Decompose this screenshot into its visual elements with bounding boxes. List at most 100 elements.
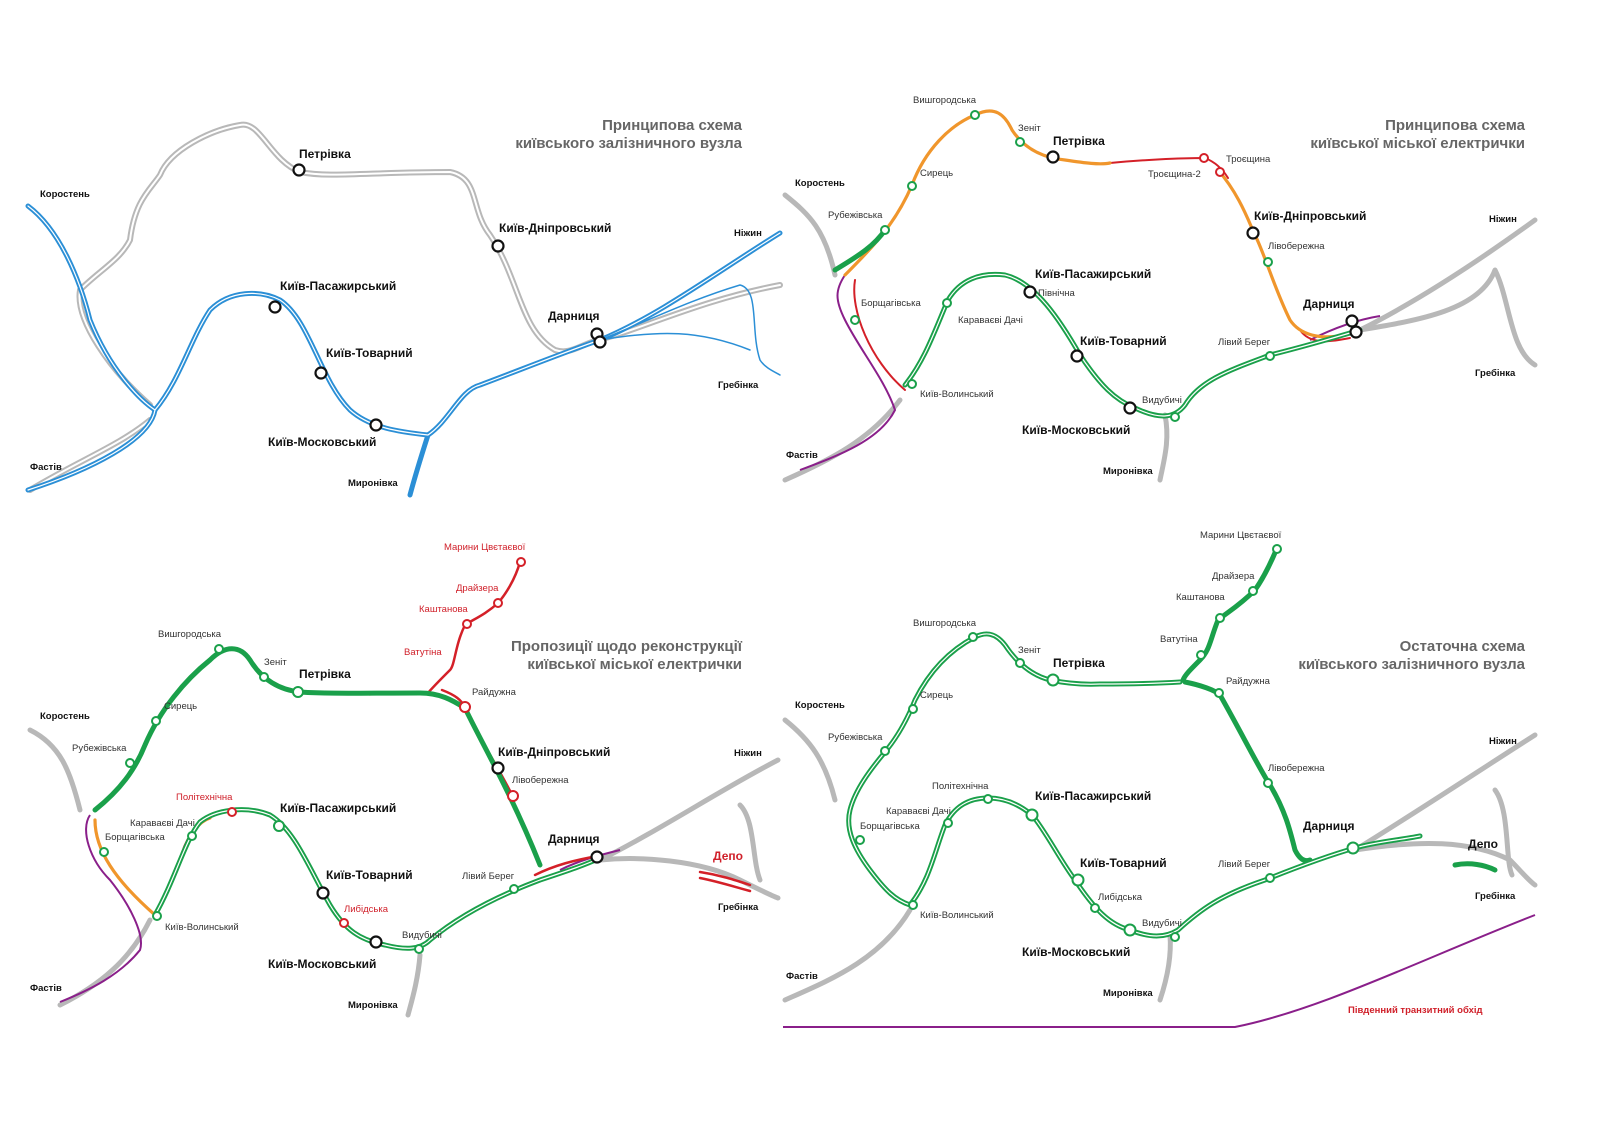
station-label: Лівобережна bbox=[512, 775, 569, 786]
station-label: Петрівка bbox=[1053, 656, 1105, 670]
station-marker[interactable] bbox=[1345, 314, 1359, 328]
station-marker[interactable] bbox=[339, 918, 349, 928]
station-marker[interactable] bbox=[907, 379, 917, 389]
station-marker[interactable] bbox=[1123, 923, 1137, 937]
station-label: Дарниця bbox=[548, 309, 600, 323]
station-marker[interactable] bbox=[1046, 673, 1060, 687]
panel-title-line1: Остаточна схема bbox=[1400, 638, 1526, 655]
station-marker[interactable] bbox=[1246, 226, 1260, 240]
station-marker[interactable] bbox=[152, 911, 162, 921]
station-marker[interactable] bbox=[907, 181, 917, 191]
station-marker[interactable] bbox=[292, 686, 304, 698]
station-marker[interactable] bbox=[1196, 650, 1206, 660]
minor-stations bbox=[99, 644, 519, 954]
panel-city-train: Принципова схема київської міської елект… bbox=[782, 95, 1538, 483]
station-marker[interactable] bbox=[369, 418, 383, 432]
station-marker[interactable] bbox=[214, 644, 224, 654]
bypass-label: Південний транзитний обхід bbox=[1348, 1005, 1483, 1016]
station-marker[interactable] bbox=[590, 850, 604, 864]
station-marker[interactable] bbox=[268, 300, 282, 314]
station-marker[interactable] bbox=[908, 704, 918, 714]
station-label: Київ-Товарний bbox=[1080, 334, 1167, 348]
station-marker[interactable] bbox=[509, 884, 519, 894]
station-marker[interactable] bbox=[273, 820, 285, 832]
station-marker[interactable] bbox=[1123, 401, 1137, 415]
station-marker[interactable] bbox=[1349, 325, 1363, 339]
station-marker[interactable] bbox=[1265, 351, 1275, 361]
terminus-label: Фастів bbox=[30, 983, 62, 994]
station-marker[interactable] bbox=[316, 886, 330, 900]
station-marker[interactable] bbox=[1265, 873, 1275, 883]
station-label: Либідська bbox=[1098, 892, 1143, 903]
purple-line bbox=[59, 814, 621, 1003]
station-label: Київ-Пасажирський bbox=[280, 801, 396, 815]
station-marker[interactable] bbox=[880, 225, 890, 235]
terminus-label: Фастів bbox=[30, 462, 62, 473]
station-marker[interactable] bbox=[292, 163, 306, 177]
station-label: Видубичі bbox=[1142, 918, 1182, 929]
panel-title-line1: Пропозиції щодо реконструкції bbox=[511, 638, 743, 655]
station-marker[interactable] bbox=[908, 900, 918, 910]
station-marker[interactable] bbox=[1046, 150, 1060, 164]
panel-title-line2: київської міської електрички bbox=[527, 656, 742, 673]
station-marker[interactable] bbox=[507, 790, 519, 802]
station-marker[interactable] bbox=[459, 701, 471, 713]
station-marker[interactable] bbox=[187, 831, 197, 841]
station-marker[interactable] bbox=[1015, 137, 1025, 147]
station-marker[interactable] bbox=[1215, 613, 1225, 623]
station-marker[interactable] bbox=[850, 315, 860, 325]
station-marker[interactable] bbox=[1248, 586, 1258, 596]
station-marker[interactable] bbox=[1071, 873, 1085, 887]
station-marker[interactable] bbox=[1263, 257, 1273, 267]
terminus-label: Гребінка bbox=[718, 902, 759, 913]
station-marker[interactable] bbox=[1263, 778, 1273, 788]
station-marker[interactable] bbox=[1170, 932, 1180, 942]
station-label: Вишгородська bbox=[158, 629, 222, 640]
station-marker[interactable] bbox=[125, 758, 135, 768]
terminus-label: Ніжин bbox=[1489, 736, 1517, 747]
station-marker[interactable] bbox=[1090, 903, 1100, 913]
station-marker[interactable] bbox=[1346, 841, 1360, 855]
station-marker[interactable] bbox=[855, 835, 865, 845]
green-line bbox=[846, 545, 1498, 939]
station-label: Троєщина-2 bbox=[1148, 169, 1201, 180]
station-label: Драйзера bbox=[1212, 571, 1255, 582]
station-marker[interactable] bbox=[880, 746, 890, 756]
station-marker[interactable] bbox=[1023, 285, 1037, 299]
station-marker[interactable] bbox=[99, 847, 109, 857]
station-marker[interactable] bbox=[491, 761, 505, 775]
station-marker[interactable] bbox=[414, 944, 424, 954]
station-marker[interactable] bbox=[1170, 412, 1180, 422]
station-label: Караваєві Дачі bbox=[958, 315, 1023, 326]
station-marker[interactable] bbox=[942, 298, 952, 308]
station-marker[interactable] bbox=[1070, 349, 1084, 363]
station-marker[interactable] bbox=[970, 110, 980, 120]
station-marker[interactable] bbox=[491, 239, 505, 253]
station-marker[interactable] bbox=[314, 366, 328, 380]
station-marker[interactable] bbox=[983, 794, 993, 804]
station-marker[interactable] bbox=[1025, 808, 1039, 822]
station-marker[interactable] bbox=[516, 557, 526, 567]
station-marker[interactable] bbox=[259, 672, 269, 682]
station-label: Лівобережна bbox=[1268, 241, 1325, 252]
station-marker[interactable] bbox=[369, 935, 383, 949]
station-label: Либідська bbox=[344, 904, 389, 915]
station-marker[interactable] bbox=[1199, 153, 1209, 163]
station-label: Лівий Берег bbox=[1218, 859, 1271, 870]
station-marker[interactable] bbox=[1015, 658, 1025, 668]
red-stations bbox=[227, 557, 526, 928]
terminus-label: Ніжин bbox=[734, 748, 762, 759]
station-marker[interactable] bbox=[593, 335, 607, 349]
station-marker[interactable] bbox=[493, 598, 503, 608]
station-marker[interactable] bbox=[227, 807, 237, 817]
terminus-label: Миронівка bbox=[348, 478, 398, 489]
station-label: Караваєві Дачі bbox=[130, 818, 195, 829]
station-marker[interactable] bbox=[943, 818, 953, 828]
station-marker[interactable] bbox=[1272, 544, 1282, 554]
station-marker[interactable] bbox=[968, 632, 978, 642]
station-marker[interactable] bbox=[1215, 167, 1225, 177]
station-marker[interactable] bbox=[1214, 688, 1224, 698]
station-marker[interactable] bbox=[151, 716, 161, 726]
station-marker[interactable] bbox=[462, 619, 472, 629]
